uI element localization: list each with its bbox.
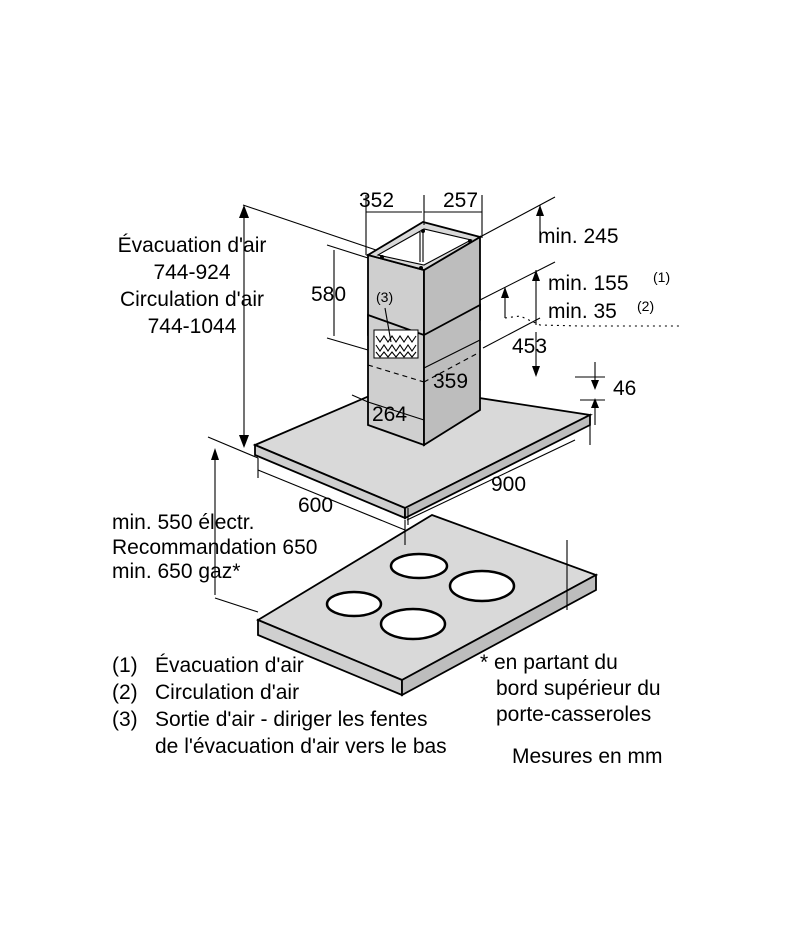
footnote-line-2: bord supérieur du	[496, 677, 661, 700]
cooktop	[256, 514, 599, 697]
dim-580: 580	[311, 283, 346, 306]
air-outlet-grille	[373, 329, 419, 359]
dim-chimney-width: 352	[359, 189, 394, 212]
dim-min-155: min. 155	[548, 272, 629, 295]
legend-num: (3)	[112, 708, 138, 731]
dim-min-245: min. 245	[538, 225, 619, 248]
height-exhaust-range: 744-924	[153, 261, 230, 284]
legend-continuation: de l'évacuation d'air vers le bas	[155, 735, 447, 758]
chimney	[365, 221, 483, 447]
dimension-lines	[207, 195, 680, 613]
legend-text: Circulation d'air	[155, 681, 299, 704]
burner	[379, 607, 447, 641]
dim-chimney-depth: 257	[443, 189, 478, 212]
label-outlet-ref: (3)	[376, 289, 393, 305]
clearance-line-1: min. 550 électr.	[112, 511, 254, 534]
dim-min-155-ref: (1)	[653, 269, 670, 285]
clearance-line-2: Recommandation 650	[112, 536, 317, 559]
legend-text: Sortie d'air - diriger les fentes	[155, 708, 427, 731]
dim-min-35: min. 35	[548, 300, 617, 323]
height-recirc-title: Circulation d'air	[120, 288, 264, 311]
footnote-line-3: porte-casseroles	[496, 703, 651, 726]
dim-min-35-ref: (2)	[637, 298, 654, 314]
legend-num: (2)	[112, 681, 138, 704]
legend: (1) Évacuation d'air (2) Circulation d'a…	[112, 654, 447, 758]
dim-46: 46	[613, 377, 636, 400]
dim-900: 900	[491, 473, 526, 496]
height-recirc-range: 744-1044	[148, 315, 237, 338]
dim-264: 264	[372, 403, 407, 426]
clearance-line-3: min. 650 gaz*	[112, 560, 240, 583]
footnote-line-1: * en partant du	[480, 651, 618, 674]
dim-453: 453	[512, 335, 547, 358]
dim-359: 359	[433, 370, 468, 393]
units-note: Mesures en mm	[512, 745, 663, 768]
legend-text: Évacuation d'air	[155, 654, 304, 677]
burner	[448, 569, 516, 603]
height-exhaust-title: Évacuation d'air	[118, 234, 267, 257]
dim-600: 600	[298, 494, 333, 517]
hood-canopy	[252, 384, 593, 520]
burner	[325, 590, 383, 618]
burner	[389, 552, 449, 580]
legend-num: (1)	[112, 654, 138, 677]
